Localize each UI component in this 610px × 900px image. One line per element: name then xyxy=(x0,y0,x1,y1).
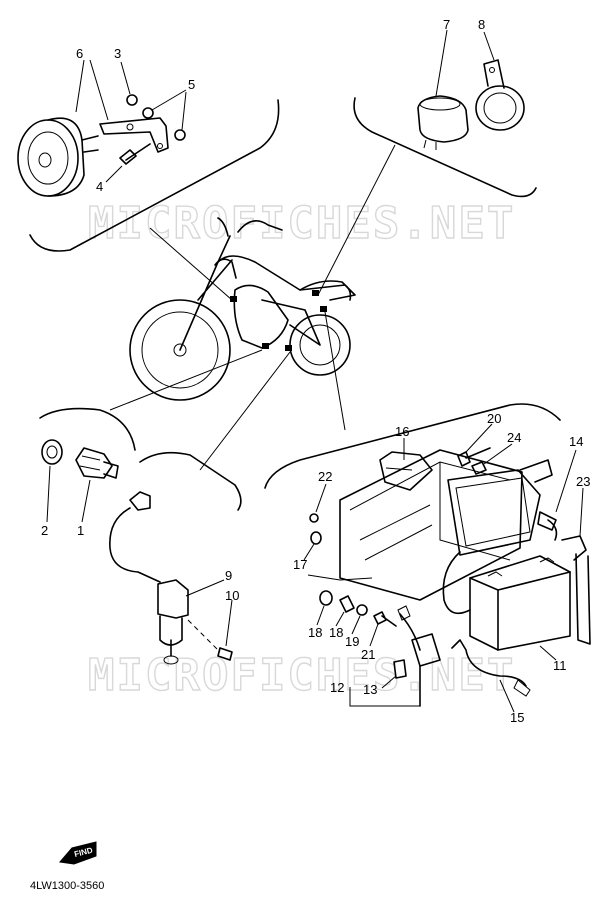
bolt-icon xyxy=(119,143,151,165)
bolt-10-dashline xyxy=(187,619,221,653)
callout-6: 6 xyxy=(76,46,83,61)
callout-1: 1 xyxy=(77,523,84,538)
leader-3 xyxy=(120,61,131,95)
flasher-relay-icon xyxy=(417,95,469,150)
leader-4 xyxy=(105,165,123,183)
leader-1 xyxy=(81,479,91,523)
horn-icon xyxy=(17,117,99,197)
leader-5a xyxy=(151,89,187,111)
leader-13 xyxy=(381,675,397,689)
bolt-20-icon xyxy=(373,611,397,627)
leader-24 xyxy=(483,443,513,465)
washer-19-icon xyxy=(356,604,368,616)
callout-18b: 18 xyxy=(308,625,322,640)
callout-24: 24 xyxy=(507,430,521,445)
watermark-bottom: MICROFICHES.NET xyxy=(88,650,515,701)
callout-9: 9 xyxy=(225,568,232,583)
part-code: 4LW1300-3560 xyxy=(30,880,104,892)
leader-5b xyxy=(181,91,187,131)
bolt-21-icon xyxy=(457,447,491,467)
callout-10: 10 xyxy=(225,588,239,603)
leader-22 xyxy=(315,483,327,513)
bolt-10-icon xyxy=(217,647,233,661)
bracket-starter-relay xyxy=(139,451,242,511)
gasket-icon xyxy=(41,439,63,465)
callout-14: 14 xyxy=(569,434,583,449)
callout-12: 12 xyxy=(330,680,344,695)
callout-3: 3 xyxy=(114,46,121,61)
battery-icon xyxy=(469,555,571,651)
leader-17 xyxy=(335,611,345,627)
motorcycle-illustration xyxy=(129,217,356,401)
callout-19: 19 xyxy=(345,634,359,649)
callout-11: 11 xyxy=(553,658,567,673)
callout-20: 21 xyxy=(361,647,375,662)
find-badge: FIND xyxy=(59,841,97,865)
bracket-12-13 xyxy=(349,687,420,707)
leader-11 xyxy=(539,645,557,661)
leader-15 xyxy=(499,679,515,713)
callout-13: 13 xyxy=(363,682,377,697)
leader-21 xyxy=(465,423,493,453)
callout-4: 4 xyxy=(96,179,103,194)
leader-18a xyxy=(303,543,315,561)
nut-22-icon xyxy=(309,513,319,523)
bracket-battery xyxy=(264,403,561,489)
callout-8: 8 xyxy=(478,17,485,32)
callout-2: 2 xyxy=(41,523,48,538)
leader-7 xyxy=(435,29,448,97)
callout-23: 23 xyxy=(576,474,590,489)
leader-23 xyxy=(579,487,584,537)
callout-7: 7 xyxy=(443,17,450,32)
pointer-horn xyxy=(149,227,233,301)
leader-9 xyxy=(185,579,225,597)
find-label: FIND xyxy=(73,846,94,859)
bracket-relay xyxy=(353,97,537,198)
pointer-starter xyxy=(199,351,291,471)
callout-17: 18 xyxy=(329,625,343,640)
leader-20 xyxy=(369,623,379,647)
watermark-top: MICROFICHES.NET xyxy=(88,198,515,249)
callout-15: 15 xyxy=(510,710,524,725)
wire-icon xyxy=(442,551,471,615)
callout-21: 20 xyxy=(487,411,501,426)
bracket-horn xyxy=(29,99,280,252)
leader-hardware xyxy=(307,574,373,581)
relay-bracket-icon xyxy=(475,59,525,131)
leader-8 xyxy=(483,31,495,61)
leader-6b xyxy=(89,59,109,121)
battery-box-icon xyxy=(339,449,553,601)
leader-19 xyxy=(351,615,361,635)
callout-18a: 17 xyxy=(293,557,307,572)
callout-22: 22 xyxy=(318,469,332,484)
wire-15-icon xyxy=(451,639,527,687)
cable-14-icon xyxy=(537,511,558,541)
nut-icon xyxy=(126,94,186,141)
leader-2 xyxy=(46,465,51,523)
leader-10 xyxy=(225,599,233,647)
wire-terminal-icon xyxy=(513,679,531,697)
collar-18-icon xyxy=(310,531,333,606)
neutral-switch-icon xyxy=(75,447,119,479)
starter-relay-icon xyxy=(109,491,189,665)
leader-6a xyxy=(75,59,85,113)
leader-18b xyxy=(316,605,325,626)
callout-5: 5 xyxy=(188,77,195,92)
bracket-neutral-switch xyxy=(39,407,136,451)
nut-24-icon xyxy=(471,461,487,475)
leader-14 xyxy=(555,449,577,513)
collar-17-icon xyxy=(339,595,355,613)
callout-16: 16 xyxy=(395,424,409,439)
pointer-neutral xyxy=(109,349,263,411)
fuse-holder-icon xyxy=(393,605,441,707)
horn-bracket-icon xyxy=(99,117,169,153)
pointer-relay xyxy=(317,144,396,296)
breather-hose-icon xyxy=(561,535,591,645)
